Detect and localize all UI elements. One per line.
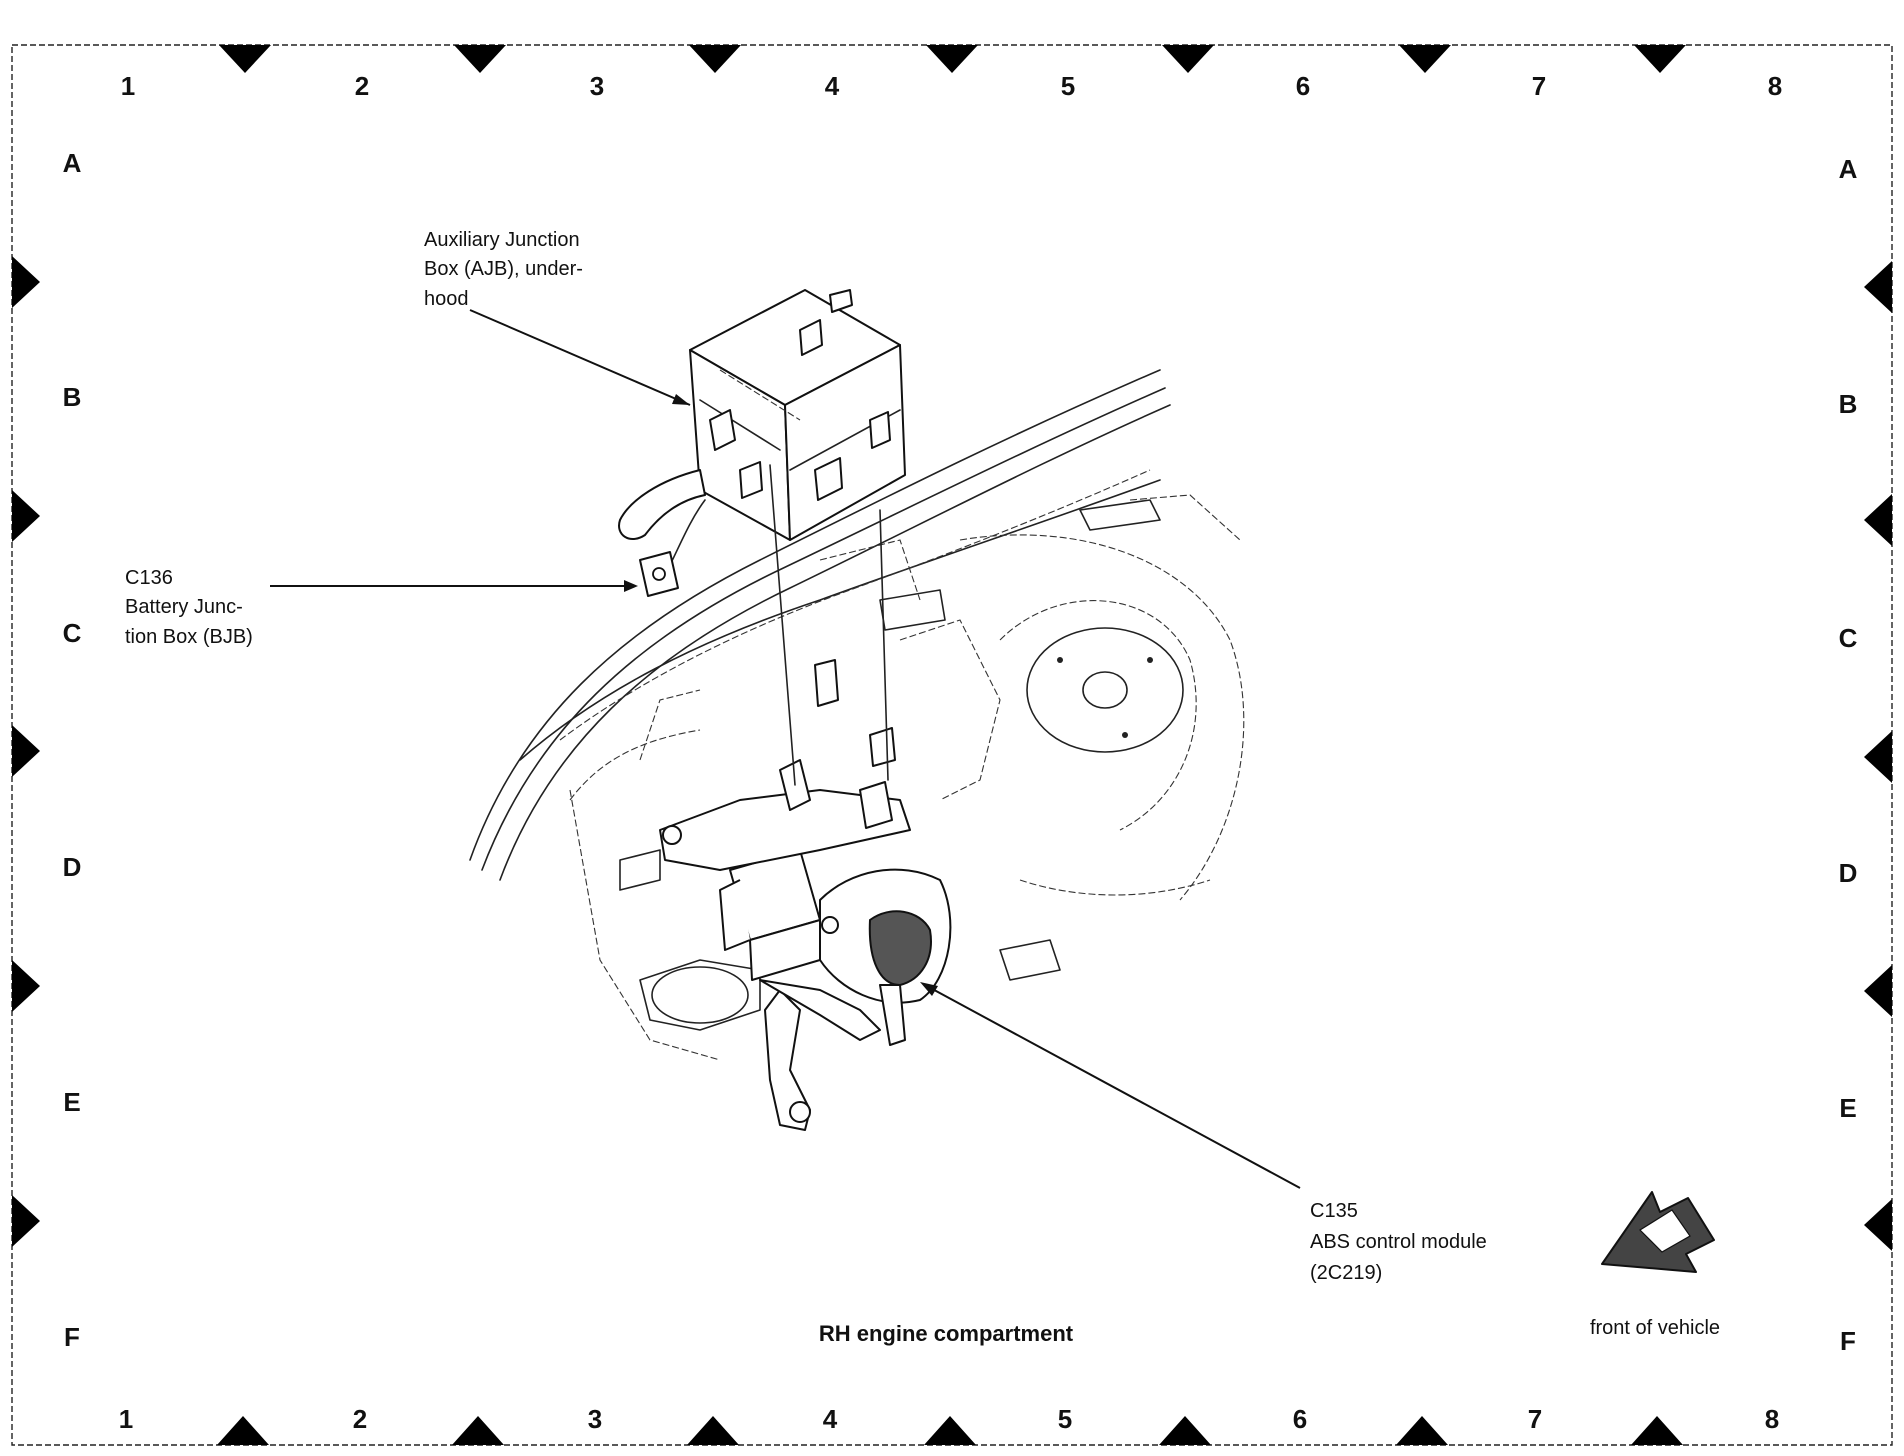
ajb-callout: Auxiliary Junction Box (AJB), under- hoo…	[424, 229, 583, 310]
column-label: 8	[1765, 1404, 1779, 1434]
triangle-marker-icon	[687, 1416, 739, 1445]
triangle-marker-icon	[1864, 731, 1892, 783]
triangle-marker-icon	[1396, 1416, 1448, 1445]
bjb-callout-line: tion Box (BJB)	[125, 626, 253, 648]
column-label: 4	[823, 1404, 838, 1434]
triangle-marker-icon	[12, 256, 40, 308]
column-labels-top: 1 2 3 4 5 6 7 8	[121, 71, 1782, 101]
row-label: F	[64, 1322, 80, 1352]
row-label: A	[63, 148, 82, 178]
bjb-callout: C136 Battery Junc- tion Box (BJB)	[125, 567, 253, 648]
triangle-marker-icon	[452, 1416, 504, 1445]
diagram-border	[11, 44, 1893, 1446]
row-label: E	[1839, 1093, 1856, 1123]
triangle-marker-icon	[1634, 45, 1686, 73]
triangle-marker-icon	[1159, 1416, 1211, 1445]
column-labels-bottom: 1 2 3 4 5 6 7 8	[119, 1404, 1779, 1434]
abs-callout: C135 ABS control module (2C219)	[1310, 1200, 1487, 1284]
abs-leader-arrowhead	[920, 982, 938, 996]
triangle-marker-icon	[689, 45, 741, 73]
triangle-marker-icon	[1864, 965, 1892, 1017]
triangle-marker-icon	[924, 1416, 976, 1445]
front-of-vehicle-label: front of vehicle	[1590, 1317, 1720, 1339]
column-label: 6	[1296, 71, 1310, 101]
row-label: A	[1839, 154, 1858, 184]
triangle-marker-icon	[1864, 1199, 1892, 1251]
triangle-marker-icon	[12, 1195, 40, 1247]
abs-leader	[924, 984, 1301, 1189]
ajb-leader	[469, 309, 691, 406]
triangle-marker-icon	[1399, 45, 1451, 73]
front-of-vehicle-arrow-icon	[1601, 1191, 1715, 1273]
column-label: 4	[825, 71, 840, 101]
row-label: B	[1839, 389, 1858, 419]
row-label: C	[1839, 623, 1858, 653]
triangle-marker-icon	[1162, 45, 1214, 73]
column-label: 7	[1528, 1404, 1542, 1434]
triangle-marker-icon	[217, 1416, 269, 1445]
row-labels-right: A B C D E F	[1839, 154, 1858, 1356]
diagram-caption: RH engine compartment	[819, 1321, 1074, 1346]
ajb-callout-line: Box (AJB), under-	[424, 258, 583, 280]
triangle-marker-icon	[12, 960, 40, 1012]
engine-compartment-drawing	[469, 289, 1245, 1131]
triangle-marker-icon	[926, 45, 978, 73]
ajb-leader-arrowhead	[672, 394, 690, 405]
column-label: 7	[1532, 71, 1546, 101]
bjb-leader-arrowhead	[624, 580, 638, 592]
row-label: D	[1839, 858, 1858, 888]
abs-callout-line: (2C219)	[1310, 1262, 1382, 1284]
row-label: F	[1840, 1326, 1856, 1356]
abs-callout-line: C135	[1310, 1200, 1358, 1222]
triangle-marker-icon	[454, 45, 506, 73]
ajb-callout-line: hood	[424, 288, 469, 310]
column-label: 3	[588, 1404, 602, 1434]
column-label: 1	[119, 1404, 133, 1434]
edge-markers	[12, 45, 1892, 1445]
row-label: D	[63, 852, 82, 882]
ajb-callout-line: Auxiliary Junction	[424, 229, 580, 251]
bjb-callout-line: C136	[125, 567, 173, 589]
row-label: B	[63, 382, 82, 412]
column-label: 6	[1293, 1404, 1307, 1434]
bjb-callout-line: Battery Junc-	[125, 596, 243, 618]
row-label: E	[63, 1087, 80, 1117]
column-label: 2	[353, 1404, 367, 1434]
column-label: 8	[1768, 71, 1782, 101]
column-label: 5	[1061, 71, 1075, 101]
column-label: 2	[355, 71, 369, 101]
triangle-marker-icon	[1864, 494, 1892, 546]
triangle-marker-icon	[12, 725, 40, 777]
triangle-marker-icon	[1864, 261, 1892, 313]
triangle-marker-icon	[12, 490, 40, 542]
column-label: 5	[1058, 1404, 1072, 1434]
abs-callout-line: ABS control module	[1310, 1231, 1487, 1253]
triangle-marker-icon	[219, 45, 271, 73]
column-label: 3	[590, 71, 604, 101]
column-label: 1	[121, 71, 135, 101]
triangle-marker-icon	[1631, 1416, 1683, 1445]
row-labels-left: A B C D E F	[63, 148, 82, 1352]
row-label: C	[63, 618, 82, 648]
